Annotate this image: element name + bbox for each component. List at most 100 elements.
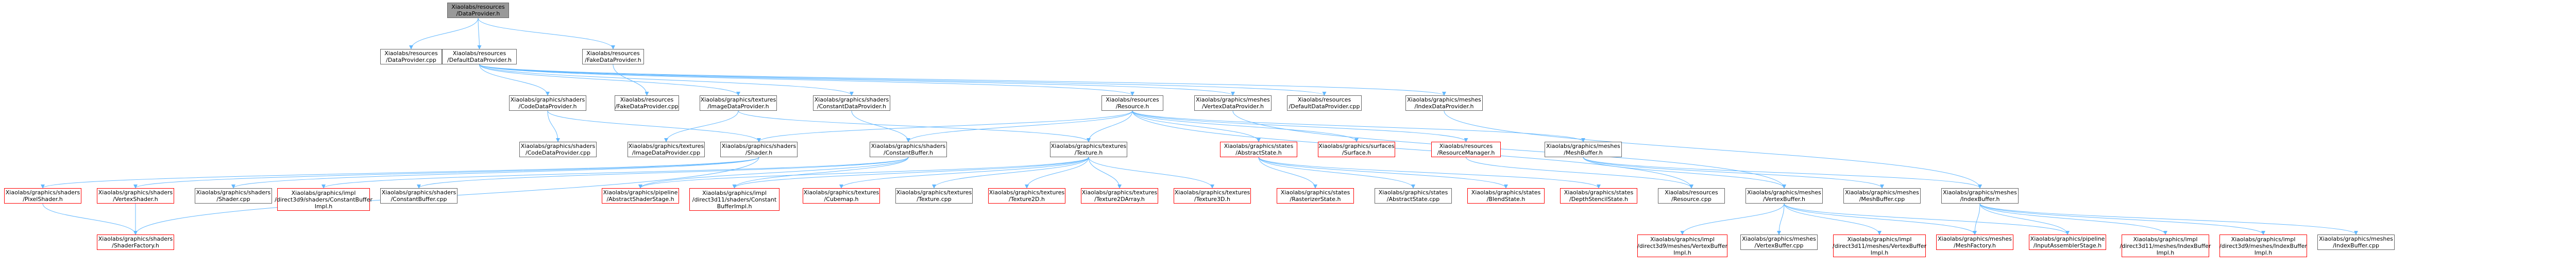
- node-d3d11-vb[interactable]: Xiaolabs/graphics/impl /direct3d11/meshe…: [1833, 234, 1926, 257]
- node-image-h[interactable]: Xiaolabs/graphics/textures /ImageDataPro…: [700, 95, 777, 111]
- edge-ibuf_h-to-ibuf_cpp: [1979, 203, 2358, 235]
- edge-default_h-to-const_h: [479, 64, 854, 96]
- edge-code_h-to-shader_h: [547, 110, 761, 142]
- edge-ibuf_h-to-inputasm_h: [1979, 203, 2070, 235]
- edge-resource_h-to-abstate_h: [1132, 110, 1261, 142]
- node-cbuf-cpp[interactable]: Xiaolabs/graphics/shaders /ConstantBuffe…: [380, 188, 457, 204]
- node-abshader-h[interactable]: Xiaolabs/graphics/pipeline /AbstractShad…: [602, 188, 679, 204]
- node-meshbuf-cpp[interactable]: Xiaolabs/graphics/meshes /MeshBuffer.cpp: [1843, 188, 1921, 204]
- edge-cbuf_h-to-cbuf_cpp: [417, 157, 909, 189]
- edge-texture_h-to-tex2darr_h: [1088, 157, 1122, 189]
- node-vertex-dp-h[interactable]: Xiaolabs/graphics/meshes /VertexDataProv…: [1194, 95, 1272, 111]
- node-pixel-h[interactable]: Xiaolabs/graphics/shaders /PixelShader.h: [4, 188, 81, 204]
- node-abstate-cpp[interactable]: Xiaolabs/graphics/states /AbstractState.…: [1375, 188, 1452, 204]
- node-code-cpp[interactable]: Xiaolabs/graphics/shaders /CodeDataProvi…: [519, 142, 597, 157]
- node-resource-h[interactable]: Xiaolabs/resources /Resource.h: [1101, 95, 1163, 111]
- node-d3d9-cb[interactable]: Xiaolabs/graphics/impl /direct3d9/shader…: [275, 188, 372, 211]
- edge-vbuf_h-to-d3d11_vb: [1784, 203, 1882, 235]
- edge-index_dp_h-to-ibuf_h: [1444, 110, 1982, 189]
- node-texture-h[interactable]: Xiaolabs/graphics/textures /Texture.h: [1050, 142, 1127, 157]
- edge-fake_h-to-fake_cpp: [613, 64, 649, 96]
- node-ibuf-h[interactable]: Xiaolabs/graphics/meshes /IndexBuffer.h: [1941, 188, 2019, 204]
- edge-abstate_h-to-abstate_cpp: [1258, 157, 1415, 189]
- edge-shader_h-to-vshader_h: [133, 157, 759, 189]
- edge-image_h-to-image_cpp: [664, 110, 739, 142]
- node-raster-h[interactable]: Xiaolabs/graphics/states /RasterizerStat…: [1277, 188, 1354, 204]
- edge-resource_h-to-shader_h: [757, 110, 1133, 142]
- node-index-dp-h[interactable]: Xiaolabs/graphics/meshes /IndexDataProvi…: [1405, 95, 1483, 111]
- node-fake-cpp[interactable]: Xiaolabs/resources /FakeDataProvider.cpp: [615, 95, 679, 111]
- node-surface-h[interactable]: Xiaolabs/graphics/surfaces /Surface.h: [1318, 142, 1395, 157]
- node-default-cpp[interactable]: Xiaolabs/resources /DefaultDataProvider.…: [1287, 95, 1362, 111]
- edge-abstate_h-to-blend_h: [1258, 157, 1508, 189]
- edge-resource_h-to-meshbuf_h: [1132, 110, 1585, 142]
- node-root[interactable]: Xiaolabs/resources /DataProvider.h: [447, 3, 509, 18]
- node-ibuf-cpp[interactable]: Xiaolabs/graphics/meshes /IndexBuffer.cp…: [2317, 234, 2395, 250]
- edge-ibuf_h-to-d3d11_ib: [1979, 203, 2167, 235]
- edge-resource_h-to-surface_h: [1132, 110, 1359, 142]
- edge-root-to-default_h: [477, 18, 482, 49]
- edge-ibuf_h-to-d3d9_ib: [1979, 203, 2265, 235]
- edge-meshbuf_h-to-vbuf_h: [1583, 157, 1786, 189]
- node-vbuf-h[interactable]: Xiaolabs/graphics/meshes /VertexBuffer.h: [1745, 188, 1823, 204]
- node-d3d11-cb[interactable]: Xiaolabs/graphics/impl /direct3d11/shade…: [689, 188, 779, 211]
- node-texture-cpp[interactable]: Xiaolabs/graphics/textures /Texture.cpp: [895, 188, 973, 204]
- node-d3d9-vb[interactable]: Xiaolabs/graphics/impl /direct3d9/meshes…: [1637, 234, 1727, 257]
- node-tex2darr-h[interactable]: Xiaolabs/graphics/textures /Texture2DArr…: [1081, 188, 1158, 204]
- node-inputasm-h[interactable]: Xiaolabs/graphics/pipeline /InputAssembl…: [2029, 234, 2106, 250]
- edge-meshbuf_h-to-ibuf_h: [1583, 157, 1982, 189]
- node-tex2d-h[interactable]: Xiaolabs/graphics/textures /Texture2D.h: [988, 188, 1065, 204]
- node-vshader-h[interactable]: Xiaolabs/graphics/shaders /VertexShader.…: [97, 188, 174, 204]
- node-const-h[interactable]: Xiaolabs/graphics/shaders /ConstantDataP…: [813, 95, 890, 111]
- edge-default_h-to-resource_h: [479, 64, 1134, 96]
- node-fake-h[interactable]: Xiaolabs/resources /FakeDataProvider.h: [582, 49, 644, 64]
- node-shader-cpp[interactable]: Xiaolabs/graphics/shaders /Shader.cpp: [195, 188, 272, 204]
- edge-vbuf_h-to-meshfactory_h: [1784, 203, 1977, 235]
- edge-const_h-to-cbuf_h: [851, 110, 910, 142]
- edge-texture_h-to-texture_cpp: [932, 157, 1089, 189]
- node-cubemap-h[interactable]: Xiaolabs/graphics/textures /Cubemap.h: [803, 188, 880, 204]
- node-meshfactory-h[interactable]: Xiaolabs/graphics/meshes /MeshFactory.h: [1936, 234, 2013, 250]
- node-vbuf-cpp[interactable]: Xiaolabs/graphics/meshes /VertexBuffer.c…: [1740, 234, 1818, 250]
- edge-cbuf_h-to-abshader_h: [638, 157, 909, 189]
- node-default-h[interactable]: Xiaolabs/resources /DefaultDataProvider.…: [442, 49, 517, 64]
- node-meshbuf-h[interactable]: Xiaolabs/graphics/meshes /MeshBuffer.h: [1545, 142, 1622, 157]
- edge-ibuf_h-to-meshfactory_h: [1973, 203, 1980, 235]
- edge-resource_h-to-resmgr_h: [1132, 110, 1468, 142]
- edge-root-to-fake_h: [478, 18, 615, 49]
- edge-shader_h-to-pixel_h: [41, 157, 759, 189]
- edge-shader_h-to-shader_cpp: [231, 157, 759, 189]
- edge-texture_h-to-cubemap_h: [839, 157, 1089, 189]
- edge-pixel_h-to-shfactory_h: [42, 203, 138, 235]
- edge-image_h-to-texture_h: [738, 110, 1091, 142]
- node-tex3d-h[interactable]: Xiaolabs/graphics/textures /Texture3D.h: [1174, 188, 1251, 204]
- edge-texture_h-to-d3d11_cb: [732, 157, 1089, 189]
- node-cbuf-h[interactable]: Xiaolabs/graphics/shaders /ConstantBuffe…: [870, 142, 947, 157]
- node-abstate-h[interactable]: Xiaolabs/graphics/states /AbstractState.…: [1220, 142, 1297, 157]
- edge-abstate_h-to-depth_h: [1258, 157, 1601, 189]
- edge-default_h-to-default_cpp: [479, 64, 1327, 96]
- edge-default_h-to-vertex_dp_h: [479, 64, 1235, 96]
- edge-vbuf_h-to-inputasm_h: [1784, 203, 2070, 235]
- edge-texture_h-to-tex3d_h: [1088, 157, 1214, 189]
- node-shader-h[interactable]: Xiaolabs/graphics/shaders /Shader.h: [720, 142, 798, 157]
- edge-vbuf_h-to-d3d9_vb: [1680, 203, 1785, 235]
- node-d3d9-ib[interactable]: Xiaolabs/graphics/impl /direct3d9/meshes…: [2219, 234, 2307, 257]
- node-code-h[interactable]: Xiaolabs/graphics/shaders /CodeDataProvi…: [509, 95, 586, 111]
- node-d3d11-ib[interactable]: Xiaolabs/graphics/impl /direct3d11/meshe…: [2120, 234, 2211, 257]
- node-dp-cpp[interactable]: Xiaolabs/resources /DataProvider.cpp: [380, 49, 442, 64]
- node-resource-cpp[interactable]: Xiaolabs/resources /Resource.cpp: [1658, 188, 1725, 204]
- node-blend-h[interactable]: Xiaolabs/graphics/states /BlendState.h: [1467, 188, 1545, 204]
- node-image-cpp[interactable]: Xiaolabs/graphics/textures /ImageDataPro…: [628, 142, 705, 157]
- edge-cbuf_h-to-d3d11_cb: [732, 157, 909, 189]
- node-resmgr-h[interactable]: Xiaolabs/resources /ResourceManager.h: [1431, 142, 1501, 157]
- node-depth-h[interactable]: Xiaolabs/graphics/states /DepthStencilSt…: [1560, 188, 1637, 204]
- node-shfactory-h[interactable]: Xiaolabs/graphics/shaders /ShaderFactory…: [97, 234, 174, 250]
- edge-default_h-to-code_h: [479, 64, 550, 96]
- edge-default_h-to-image_h: [479, 64, 740, 96]
- edge-abstate_h-to-raster_h: [1258, 157, 1317, 189]
- edge-meshbuf_h-to-meshbuf_cpp: [1583, 157, 1884, 189]
- edge-resource_h-to-texture_h: [1087, 110, 1133, 142]
